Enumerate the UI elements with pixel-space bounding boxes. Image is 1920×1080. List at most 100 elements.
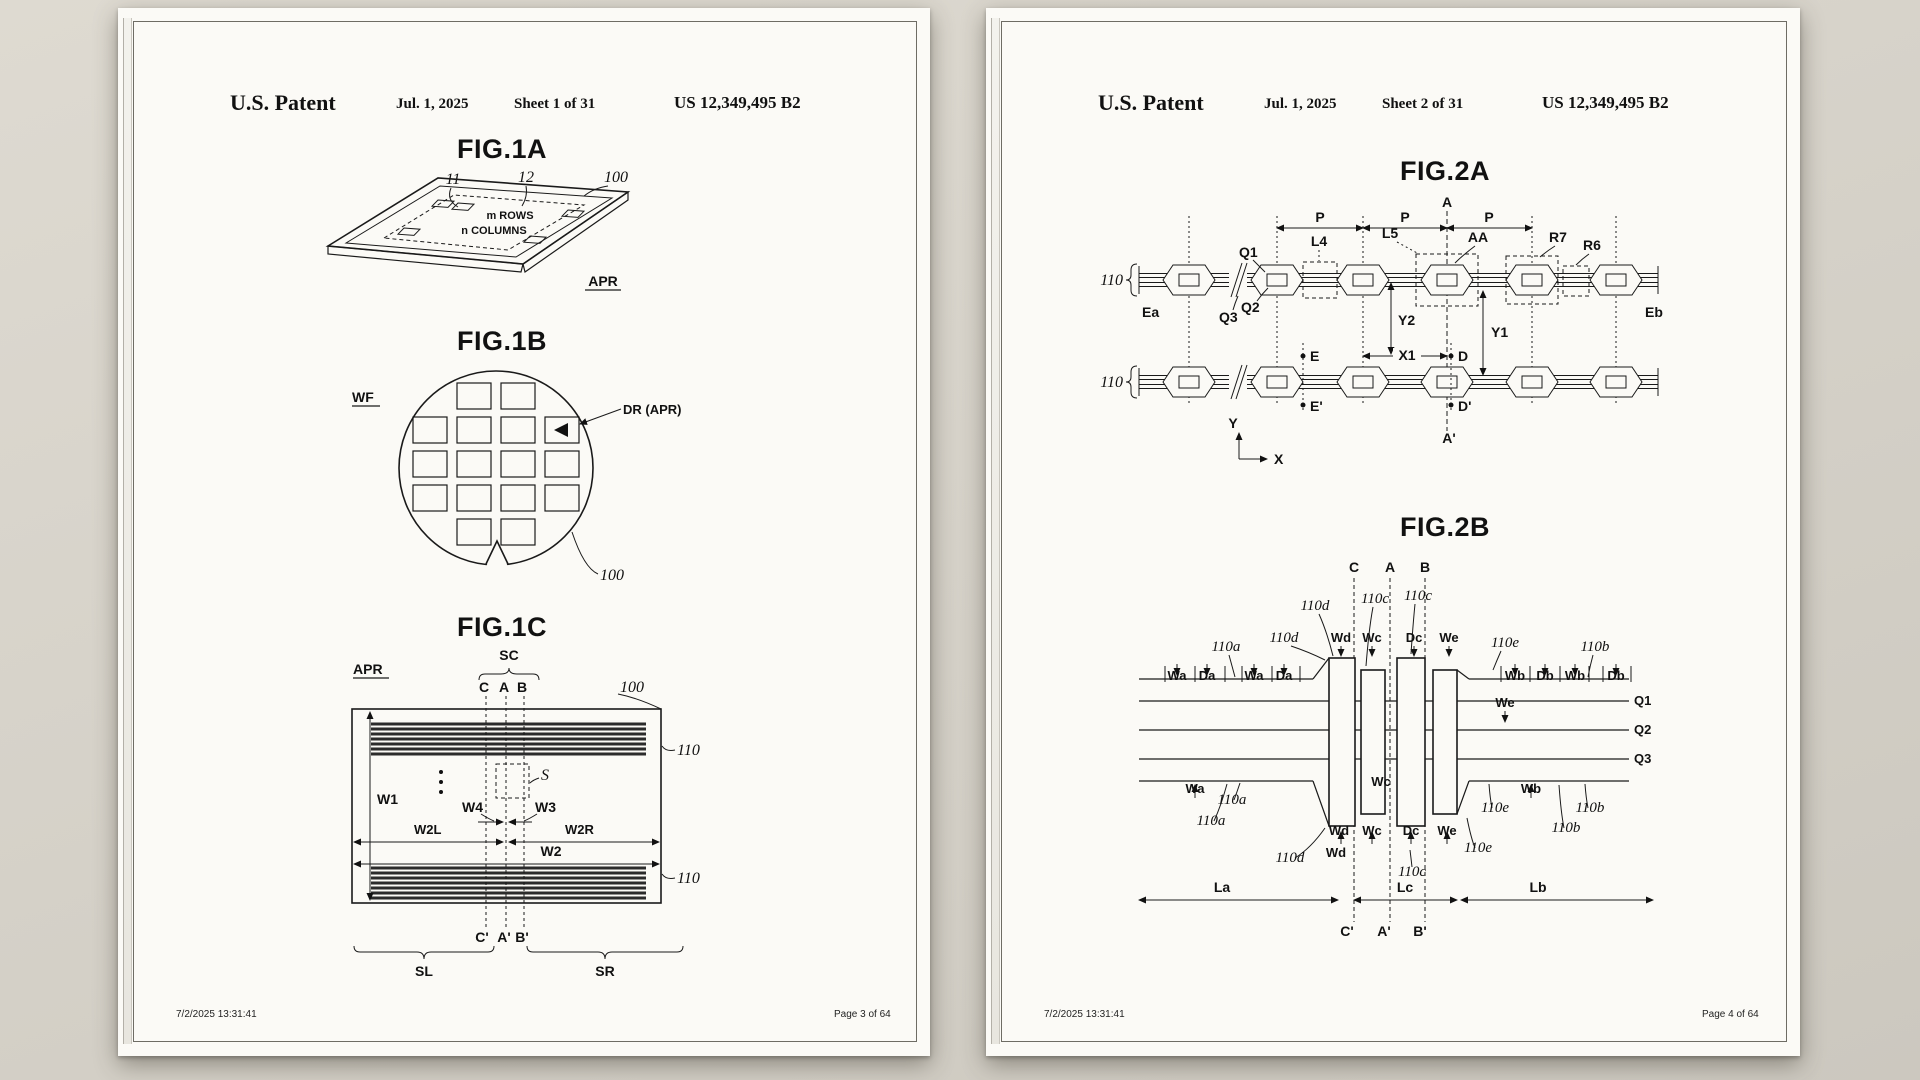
- fig1c-a-prime-label: A': [497, 929, 510, 945]
- fig2a-r6-box: [1563, 266, 1589, 296]
- fig2b-we-1: We: [1439, 630, 1458, 645]
- footer-page-number: Page 4 of 64: [1702, 1009, 1759, 1020]
- fig1b-100-leader: [572, 532, 598, 574]
- fig2a-ea-label: Ea: [1142, 304, 1159, 320]
- fig2b-wa-2: Wa: [1244, 668, 1264, 683]
- fig1c-c-label: C: [479, 679, 489, 695]
- fig1c-s-label: S: [541, 767, 549, 784]
- fig2a-r7-leader: [1540, 246, 1555, 257]
- fig2a-l4-box: [1303, 262, 1337, 298]
- fig2a-y2-label: Y2: [1398, 312, 1415, 328]
- fig2b-wd-3: Wd: [1326, 845, 1346, 860]
- fig2b-wc-1: Wc: [1362, 630, 1382, 645]
- fig1c-w2-label: W2: [541, 843, 562, 859]
- fig2a-r7-label: R7: [1549, 229, 1567, 245]
- fig1c-sl-label: SL: [415, 963, 433, 979]
- fig2b-wc-2: Wc: [1371, 774, 1391, 789]
- fig1c-bottom-line-band: [371, 868, 646, 898]
- fig1c-w2l-label: W2L: [414, 822, 442, 837]
- fig2b-ref-110a-3: 110a: [1197, 813, 1226, 829]
- fig1a-apr-label: APR: [588, 273, 618, 289]
- fig2b-ref-110b-1: 110b: [1581, 639, 1610, 655]
- fig2a-a-label: A: [1442, 194, 1452, 210]
- fig1c-b-prime-label: B': [515, 929, 528, 945]
- fig2b-ref-110d-3: 110d: [1276, 850, 1305, 866]
- fig2b-wd-2: Wd: [1329, 823, 1349, 838]
- fig1c-ref-110-bottom: 110: [677, 870, 700, 887]
- fig2a-a-prime-label: A': [1442, 430, 1455, 446]
- fig2b-wb-1: Wb: [1505, 668, 1525, 683]
- fig1b-title: FIG.1B: [457, 326, 547, 356]
- fig2b-q1: Q1: [1634, 693, 1651, 708]
- fig2b-center-columns: [1329, 658, 1457, 826]
- fig2b-c-label: C: [1349, 559, 1359, 575]
- fig1c-top-line-band: [371, 724, 646, 754]
- fig1c-apr-label: APR: [353, 661, 383, 677]
- fig1c-sl-brace: [354, 946, 494, 959]
- fig1c-w3-leader: [524, 814, 537, 821]
- fig2a-e-prime-label: E': [1310, 398, 1323, 414]
- fig2a-r6-label: R6: [1583, 237, 1601, 253]
- fig2a-q1-label: Q1: [1239, 244, 1258, 260]
- fig1b-die-marker: [554, 423, 568, 437]
- fig2a-point-e: [1301, 354, 1306, 359]
- fig2a-p2-label: P: [1400, 209, 1409, 225]
- fig1c-ellipsis-dots: [439, 770, 443, 794]
- patent-header-title: U.S. Patent: [1098, 90, 1204, 116]
- fig2a-title: FIG.2A: [1400, 156, 1490, 186]
- fig2a-p3-label: P: [1484, 209, 1493, 225]
- fig2b-ref-110a-2: 110a: [1218, 792, 1247, 808]
- fig1c-w2r-label: W2R: [565, 822, 595, 837]
- fig1b-wf-label: WF: [352, 389, 374, 405]
- fig2b-ref-110d-1: 110d: [1301, 598, 1330, 614]
- fig1c-110-bottom-leader: [662, 874, 675, 879]
- fig1c-section-lines: [486, 696, 524, 930]
- fig1c-c-prime-label: C': [475, 929, 488, 945]
- fig1c-w3-label: W3: [535, 799, 556, 815]
- fig1c-w1-label: W1: [377, 791, 398, 807]
- fig1c-ref-100: 100: [620, 679, 644, 696]
- fig2a-pitch-dimensions: P P P: [1277, 209, 1532, 228]
- fig2a-top-scribe-rail: [1139, 261, 1658, 299]
- fig1b-dr-apr-label: DR (APR): [623, 402, 682, 417]
- patent-sheet-1: U.S. Patent Jul. 1, 2025 Sheet 1 of 31 U…: [118, 8, 930, 1056]
- fig2a-axis-y-label: Y: [1228, 415, 1238, 431]
- fig2a-ref-110-bottom: 110: [1100, 374, 1123, 391]
- fig2a-r6-leader: [1576, 254, 1589, 265]
- patent-header-date: Jul. 1, 2025: [1264, 96, 1337, 113]
- fig2b-q3: Q3: [1634, 751, 1651, 766]
- fig2b-lc-label: Lc: [1397, 879, 1414, 895]
- fig1b-die-grid: [413, 383, 579, 545]
- fig1c-110-top-leader: [662, 746, 675, 751]
- fig2b-we-3: We: [1437, 823, 1456, 838]
- fig2b-wd-1: Wd: [1331, 630, 1351, 645]
- fig2a-bottom-scribe-rail: [1139, 363, 1658, 401]
- fig2a-l4-label: L4: [1311, 233, 1328, 249]
- fig2b-ref-110e-1: 110e: [1491, 635, 1519, 651]
- fig2a-110-top-brace: [1126, 264, 1137, 296]
- fig1a-n-columns-label: n COLUMNS: [461, 225, 526, 237]
- fig2b-drawing: FIG.2B C A B: [1101, 508, 1721, 948]
- fig2b-ref-110b-3: 110b: [1552, 820, 1581, 836]
- fig1c-w4-leader: [481, 814, 494, 821]
- fig2b-da-2: Da: [1276, 668, 1293, 683]
- fig2b-lb-label: Lb: [1529, 879, 1546, 895]
- fig2b-ref-110c-1: 110c: [1361, 591, 1389, 607]
- fig1a-drawing: FIG.1A 11 12 100: [288, 126, 688, 301]
- footer-timestamp: 7/2/2025 13:31:41: [176, 1009, 257, 1020]
- patent-header-sheet: Sheet 2 of 31: [1382, 96, 1463, 113]
- fig2b-wa-3: Wa: [1185, 781, 1205, 796]
- fig1c-w4-label: W4: [462, 799, 483, 815]
- fig2a-coordinate-axes: Y X: [1228, 415, 1284, 467]
- fig2b-q2: Q2: [1634, 722, 1651, 737]
- fig2b-wb-3: Wb: [1521, 781, 1541, 796]
- patent-header-title: U.S. Patent: [230, 90, 336, 116]
- fig2a-eb-label: Eb: [1645, 304, 1663, 320]
- fig2b-a-label: A: [1385, 559, 1395, 575]
- fig2b-ref-110b-2: 110b: [1576, 800, 1605, 816]
- fig2b-wa-1: Wa: [1167, 668, 1187, 683]
- fig2a-l5-label: L5: [1382, 225, 1399, 241]
- fig1a-title: FIG.1A: [457, 134, 547, 164]
- fig2b-wb-2: Wb: [1565, 668, 1585, 683]
